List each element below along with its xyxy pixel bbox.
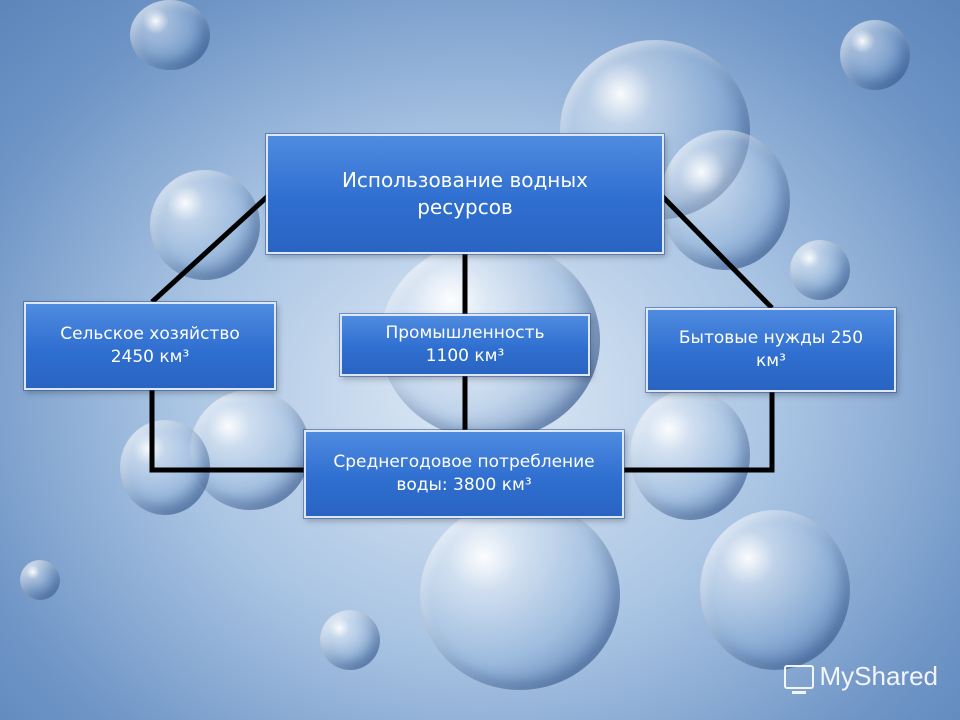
root-node-box: Использование водных ресурсов xyxy=(266,134,664,254)
monitor-icon xyxy=(783,664,814,694)
total-node-label: Среднегодовое потребление воды: 3800 км³ xyxy=(333,452,595,495)
watermark-text: MyShared xyxy=(819,661,939,691)
agriculture-node-label: Сельское хозяйство 2450 км³ xyxy=(60,324,240,367)
bubble xyxy=(320,610,380,670)
bubble xyxy=(150,170,260,280)
connector-root-agriculture xyxy=(150,194,270,304)
bubble xyxy=(660,130,790,270)
bubble xyxy=(420,500,620,690)
total-node-box: Среднегодовое потребление воды: 3800 км³ xyxy=(304,430,624,518)
watermark: MyShared xyxy=(783,661,939,694)
bubble xyxy=(840,20,910,90)
household-node-box: Бытовые нужды 250 км³ xyxy=(646,308,896,392)
household-node-label: Бытовые нужды 250 км³ xyxy=(678,328,864,371)
bubble xyxy=(790,240,850,300)
root-node-label: Использование водных ресурсов xyxy=(341,168,589,219)
bubble xyxy=(20,560,60,600)
bubble xyxy=(700,510,850,670)
connector-agriculture-total xyxy=(149,390,306,473)
industry-node-box: Промышленность 1100 км³ xyxy=(340,314,590,376)
bubble xyxy=(190,390,310,510)
agriculture-node-box: Сельское хозяйство 2450 км³ xyxy=(24,302,276,390)
industry-node-label: Промышленность 1100 км³ xyxy=(385,323,545,366)
connector-root-household xyxy=(660,194,774,310)
bubble xyxy=(130,0,210,70)
bubble xyxy=(630,390,750,520)
connector-household-total xyxy=(624,392,775,473)
